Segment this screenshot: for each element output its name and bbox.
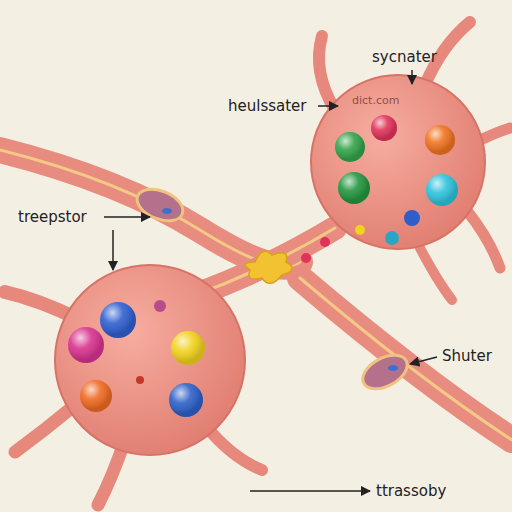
part-label: ttrassoby <box>376 482 446 500</box>
cell-bodies <box>55 75 485 455</box>
part-label: heulssater <box>228 97 307 115</box>
synaptic-cleft <box>245 251 292 283</box>
watermark: dict.com <box>352 92 399 110</box>
vesicles <box>68 115 458 417</box>
leader-arrows <box>104 70 437 491</box>
dendrites <box>5 22 510 505</box>
part-label: treepstor <box>18 208 87 226</box>
part-label: Shuter <box>442 347 492 365</box>
part-label: sycnater <box>372 48 437 66</box>
synapse-capsules <box>133 183 413 396</box>
